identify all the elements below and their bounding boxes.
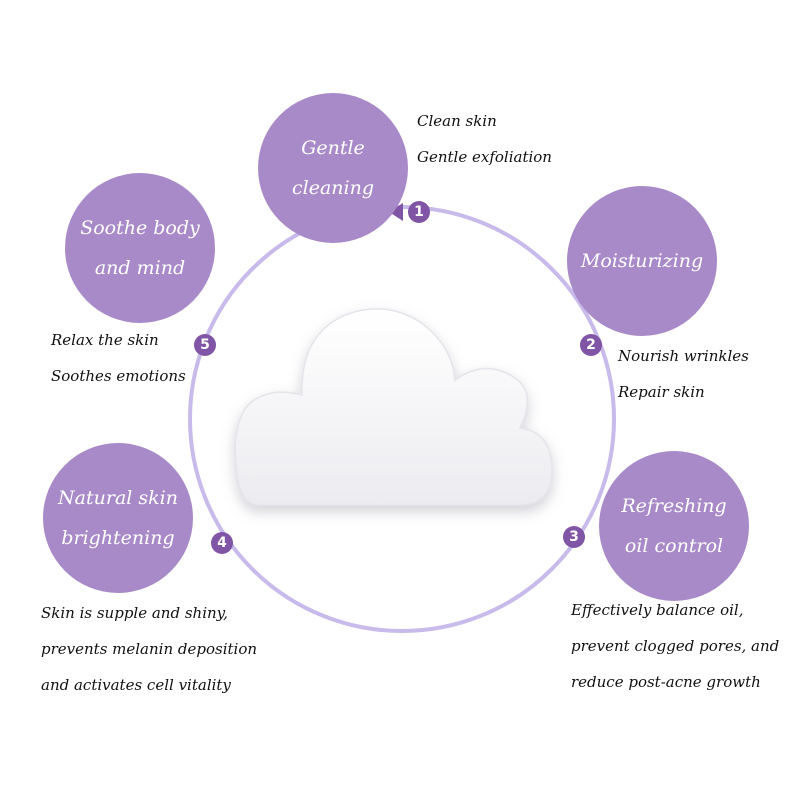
step-3-circle: Refreshing oil control xyxy=(599,451,749,601)
step-2-title: Moisturizing xyxy=(580,250,704,272)
step-1-description-line: Clean skin xyxy=(417,112,497,130)
step-2-description: Nourish wrinkles Repair skin xyxy=(618,338,749,410)
step-5-description-line: Relax the skin xyxy=(51,331,159,349)
step-3-badge: 3 xyxy=(563,526,585,548)
step-3-title-line-2: oil control xyxy=(624,535,724,557)
step-4-description-line: and activates cell vitality xyxy=(41,676,231,694)
step-3-title-line-1: Refreshing xyxy=(621,495,727,517)
step-5-title-line-2: and mind xyxy=(94,257,186,279)
step-1-title: Gentle cleaning xyxy=(291,137,374,199)
step-2-description-line: Repair skin xyxy=(618,383,705,401)
step-2-description-line: Nourish wrinkles xyxy=(618,347,749,365)
step-1-description: Clean skin Gentle exfoliation xyxy=(417,103,552,175)
step-5-circle: Soothe body and mind xyxy=(65,173,215,323)
step-2-badge: 2 xyxy=(580,334,602,356)
step-4-description-line: prevents melanin deposition xyxy=(41,640,258,658)
step-4-circle: Natural skin brightening xyxy=(43,443,193,593)
arrow-head-icon xyxy=(389,203,403,221)
step-3-description-line: reduce post-acne growth xyxy=(571,673,761,691)
step-1-badge: 1 xyxy=(408,201,430,223)
step-2-circle: Moisturizing xyxy=(567,186,717,336)
step-4-title-line-1: Natural skin xyxy=(58,487,178,509)
step-4-description-line: Skin is supple and shiny, xyxy=(41,604,228,622)
step-5-badge: 5 xyxy=(194,334,216,356)
step-1-circle: Gentle cleaning xyxy=(258,93,408,243)
step-1-description-line: Gentle exfoliation xyxy=(417,148,552,166)
step-4-badge: 4 xyxy=(211,532,233,554)
step-5-description: Relax the skin Soothes emotions xyxy=(51,322,186,394)
step-4-description: Skin is supple and shiny, prevents melan… xyxy=(41,595,257,703)
step-4-title-line-2: brightening xyxy=(61,527,175,549)
step-5-title-line-1: Soothe body xyxy=(80,217,200,239)
step-3-description-line: prevent clogged pores, and xyxy=(571,637,780,655)
cloud-soap-image xyxy=(234,308,553,506)
step-3-description-line: Effectively balance oil, xyxy=(571,601,744,619)
step-5-description-line: Soothes emotions xyxy=(51,367,186,385)
step-3-description: Effectively balance oil, prevent clogged… xyxy=(571,592,779,700)
